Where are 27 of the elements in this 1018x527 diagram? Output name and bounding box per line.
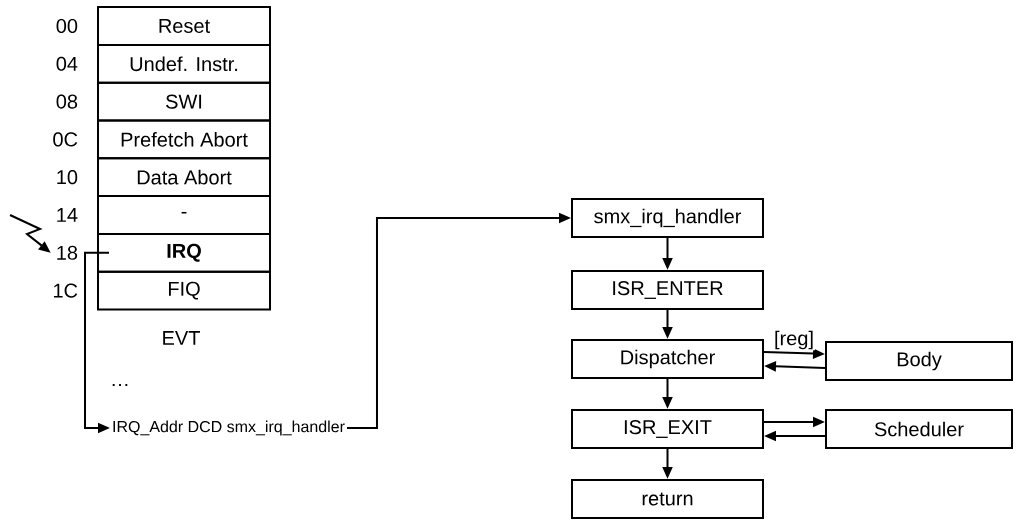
address-label: 00 — [56, 18, 78, 34]
table-caption: EVT — [163, 331, 200, 345]
table-cell: Undef. Instr. — [97, 43, 271, 84]
table-cell: FIQ — [97, 270, 271, 311]
table-cell: Reset — [97, 6, 271, 46]
address-label: 1C — [53, 283, 78, 298]
process-box: Dispatcher — [571, 339, 764, 379]
table-cell: Prefetch Abort — [97, 119, 271, 160]
process-box: return — [571, 479, 764, 519]
table-cell: IRQ — [97, 232, 271, 273]
address-label: 0C — [53, 132, 78, 147]
process-box: smx_irq_handler — [571, 198, 764, 238]
table-cell: Data Abort — [97, 157, 271, 198]
address-label: 10 — [57, 170, 78, 185]
table-cell: SWI — [97, 81, 271, 122]
address-label: 08 — [56, 94, 78, 109]
process-box: ISR_ENTER — [571, 270, 764, 310]
edge-label: [reg] — [773, 329, 815, 351]
address-label: 14 — [57, 208, 78, 222]
table-cell: - — [97, 195, 271, 235]
address-label: 18 — [57, 245, 78, 260]
process-box: Body — [825, 341, 1013, 381]
ellipsis: … — [112, 383, 128, 387]
process-box: Scheduler — [825, 409, 1013, 449]
address-label: 04 — [56, 56, 78, 71]
process-box: ISR_EXIT — [571, 409, 764, 449]
code-line: IRQ_Addr DCD smx_irq_handler — [113, 420, 345, 436]
